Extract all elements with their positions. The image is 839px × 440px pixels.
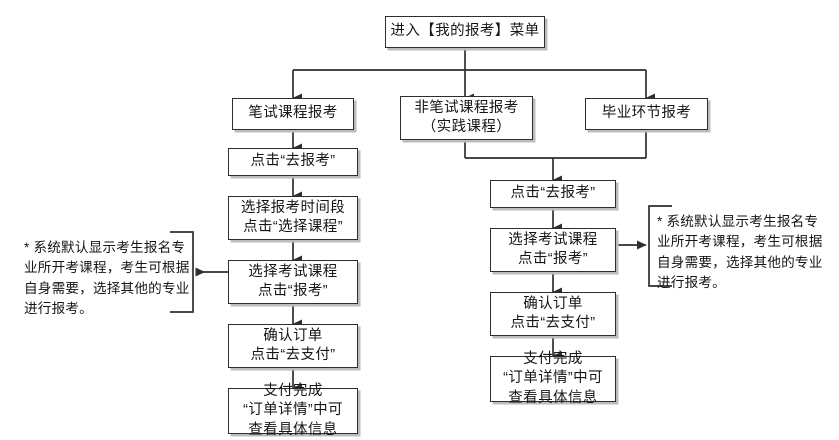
annotation-right-major-courses: * 系统默认显示考生报名专 业所开考课程，考生可根据 自身需要，选择其他的专业 … bbox=[657, 214, 823, 291]
node-branch-written-exam[interactable]: 笔试课程报考 bbox=[232, 98, 354, 130]
node-left-click-apply[interactable]: 点击“去报考” bbox=[228, 148, 358, 176]
node-left-confirm-order[interactable]: 确认订单 点击“去支付” bbox=[228, 324, 358, 368]
node-right-click-apply[interactable]: 点击“去报考” bbox=[490, 180, 616, 208]
node-branch-graduation[interactable]: 毕业环节报考 bbox=[585, 98, 708, 130]
node-left-payment-complete[interactable]: 支付完成 “订单详情”中可 查看具体信息 bbox=[228, 383, 358, 438]
node-left-select-course[interactable]: 选择考试课程 点击“报考” bbox=[228, 260, 358, 304]
node-right-payment-complete[interactable]: 支付完成 “订单详情”中可 查看具体信息 bbox=[490, 351, 616, 406]
node-entry-menu[interactable]: 进入【我的报考】菜单 bbox=[385, 16, 545, 48]
node-right-confirm-order[interactable]: 确认订单 点击“去支付” bbox=[490, 292, 616, 336]
node-branch-non-written-exam[interactable]: 非笔试课程报考 （实践课程） bbox=[400, 96, 533, 140]
annotation-left-major-courses: * 系统默认显示考生报名专 业所开考课程，考生可根据 自身需要，选择其他的专业 … bbox=[24, 240, 190, 317]
node-left-select-period[interactable]: 选择报考时间段 点击“选择课程” bbox=[228, 196, 358, 240]
node-right-select-course[interactable]: 选择考试课程 点击“报考” bbox=[490, 228, 616, 272]
